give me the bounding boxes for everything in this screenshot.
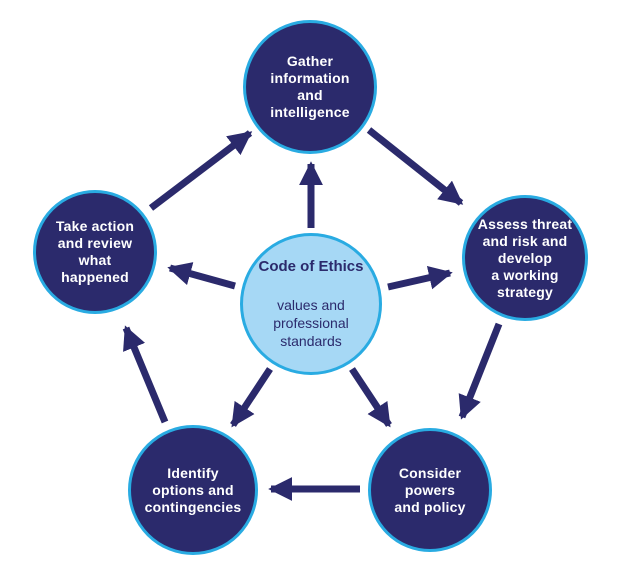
- node-code-of-ethics: Code of Ethics values and professional s…: [240, 233, 382, 375]
- arrow-take-to-gather: [148, 130, 253, 211]
- node-assess-threat-label: Assess threat and risk and develop a wor…: [477, 215, 573, 300]
- node-gather-information-label: Gather information and intelligence: [270, 53, 350, 120]
- arrow-gather-to-assess: [366, 127, 464, 206]
- node-assess-threat: Assess threat and risk and develop a wor…: [462, 195, 588, 321]
- node-take-action-label: Take action and review what happened: [55, 218, 135, 285]
- center-subtitle: values and professional standards: [273, 297, 349, 349]
- arrow-center-to-assess: [387, 266, 453, 291]
- arrow-center-to-identify: [230, 367, 273, 428]
- node-identify-options-label: Identify options and contingencies: [144, 464, 242, 515]
- center-title: Code of Ethics: [258, 258, 364, 275]
- arrow-center-to-consider: [349, 367, 392, 428]
- node-consider-powers: Consider powers and policy: [368, 428, 492, 552]
- node-identify-options: Identify options and contingencies: [128, 425, 258, 555]
- node-consider-powers-label: Consider powers and policy: [394, 464, 466, 515]
- node-gather-information: Gather information and intelligence: [243, 20, 377, 154]
- node-take-action: Take action and review what happened: [33, 190, 157, 314]
- center-text-block: Code of Ethics values and professional s…: [258, 240, 363, 368]
- arrow-assess-to-consider: [458, 322, 503, 420]
- arrow-identify-to-take: [122, 325, 169, 424]
- arrow-center-to-take: [167, 262, 236, 290]
